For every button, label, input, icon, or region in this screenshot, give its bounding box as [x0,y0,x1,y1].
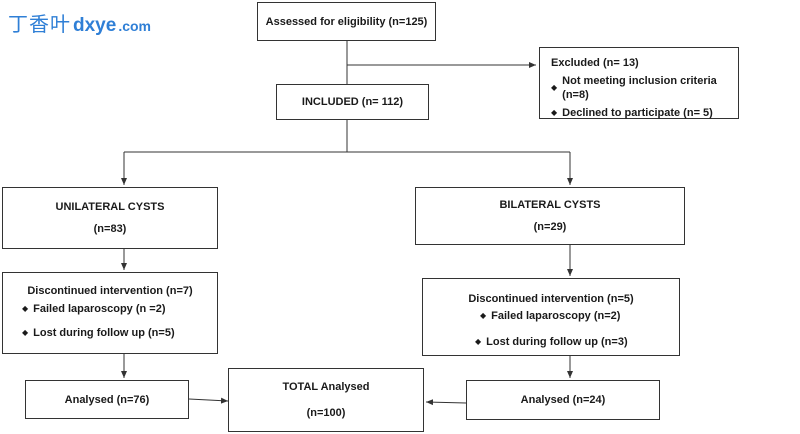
assessed-box: Assessed for eligibility (n=125) [257,2,436,41]
watermark-latin: dxye [73,15,117,36]
excluded-title: Excluded (n= 13) [551,57,639,69]
arrow-left-to-total [188,397,229,404]
excluded-item: ◆ Not meeting inclusion criteria (n=8) [551,74,738,102]
bilateral-title: BILATERAL CYSTS [499,199,601,211]
discontinued-left-item: ◆ Failed laparoscopy (n =2) [3,302,217,316]
diamond-bullet-icon: ◆ [475,337,482,346]
excluded-item: ◆ Declined to participate (n= 5) [551,106,738,120]
discontinued-left-item: ◆ Lost during follow up (n=5) [3,326,217,340]
analysed-right-label: Analysed (n=24) [520,394,606,406]
discontinued-right-title: Discontinued intervention (n=5) [468,293,634,305]
watermark-cn: 丁香叶 [8,12,71,36]
excluded-item-label: Declined to participate (n= 5) [562,107,713,119]
included-label: INCLUDED (n= 112) [301,96,404,108]
diamond-bullet-icon: ◆ [480,311,487,320]
watermark-domain: .com [118,18,151,34]
discontinued-right-box: Discontinued intervention (n=5) ◆ Failed… [422,278,680,356]
unilateral-title: UNILATERAL CYSTS [55,201,165,213]
analysed-left-label: Analysed (n=76) [64,393,150,406]
total-count: (n=100) [306,407,346,419]
discontinued-left-item-label: Failed laparoscopy (n =2) [33,303,166,315]
excluded-item-label: Not meeting inclusion criteria (n=8) [562,75,717,101]
diamond-bullet-icon: ◆ [22,304,29,313]
analysed-left-box: Analysed (n=76) [25,380,189,419]
included-box: INCLUDED (n= 112) [276,84,429,120]
discontinued-left-box: Discontinued intervention (n=7) ◆ Failed… [2,272,218,354]
unilateral-count: (n=83) [93,223,127,235]
discontinued-right-item: ◆ Failed laparoscopy (n=2) [423,309,679,323]
discontinued-right-item: ◆ Lost during follow up (n=3) [423,335,679,349]
arrow-right-to-total [425,399,467,406]
diamond-bullet-icon: ◆ [551,83,558,92]
assessed-label: Assessed for eligibility (n=125) [265,15,428,28]
diamond-bullet-icon: ◆ [22,328,29,337]
discontinued-right-item-label: Failed laparoscopy (n=2) [491,310,621,322]
analysed-right-box: Analysed (n=24) [466,380,660,420]
unilateral-box: UNILATERAL CYSTS (n=83) [2,187,218,249]
excluded-box: Excluded (n= 13) ◆ Not meeting inclusion… [539,47,739,119]
total-title: TOTAL Analysed [282,381,370,393]
bilateral-box: BILATERAL CYSTS (n=29) [415,187,685,245]
discontinued-left-title: Discontinued intervention (n=7) [27,285,193,297]
discontinued-left-item-label: Lost during follow up (n=5) [33,327,175,339]
total-box: TOTAL Analysed (n=100) [228,368,424,432]
diamond-bullet-icon: ◆ [551,108,558,117]
watermark-logo: 丁香叶 dxye .com [8,8,151,36]
bilateral-count: (n=29) [533,221,567,233]
discontinued-right-item-label: Lost during follow up (n=3) [486,336,628,348]
